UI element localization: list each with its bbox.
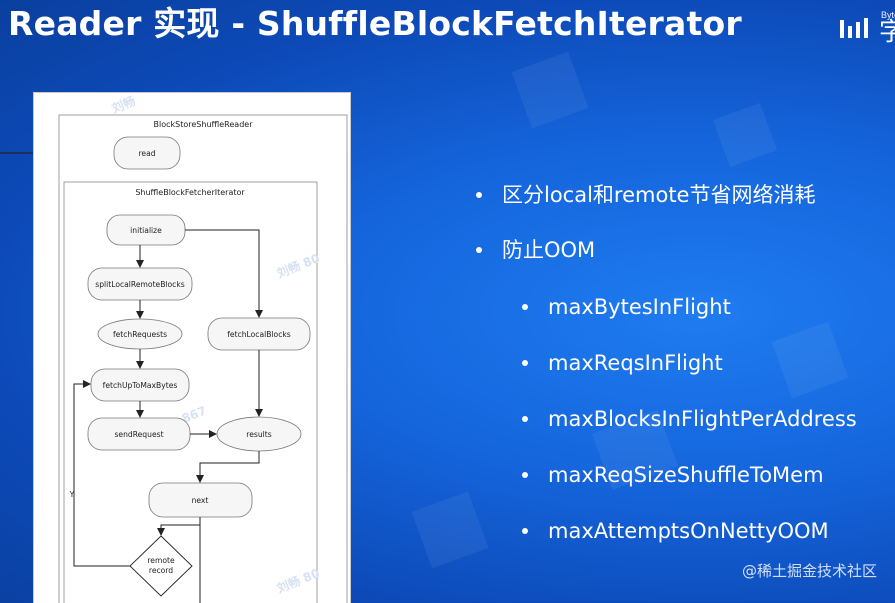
bullet-dot-icon (522, 472, 528, 478)
bullet-dot-icon (476, 247, 482, 253)
node-split-label: splitLocalRemoteBlocks (95, 280, 184, 289)
bullet-item: 防止OOM (476, 235, 595, 265)
bullet-list: 区分local和remote节省网络消耗 防止OOM maxBytesInFli… (470, 0, 895, 602)
bullet-item: maxAttemptsOnNettyOOM (522, 516, 829, 546)
bullet-text: maxBlocksInFlightPerAddress (548, 407, 857, 431)
node-send-request-label: sendRequest (114, 430, 163, 439)
node-read (113, 136, 181, 170)
slide-title: Reader 实现 - ShuffleBlockFetchIterator (8, 4, 742, 43)
bullet-dot-icon (522, 528, 528, 534)
bullet-item: 区分local和remote节省网络消耗 (476, 180, 815, 210)
bullet-text: 防止OOM (502, 238, 596, 262)
bullet-item: maxReqSizeShuffleToMem (522, 460, 824, 490)
bullet-item: maxReqsInFlight (522, 348, 723, 378)
flow-diagram-canvas: BlockStoreShuffleReader read ShuffleBloc… (58, 93, 348, 603)
bullet-text: maxBytesInFlight (548, 295, 731, 319)
decision-remote-record (129, 535, 193, 597)
bullet-dot-icon (522, 360, 528, 366)
node-results-label: results (246, 430, 271, 439)
flow-diagram: BlockStoreShuffleReader read ShuffleBloc… (33, 92, 351, 603)
brand-logo: Byte 字 (838, 10, 895, 46)
decision-remote-line2: record (149, 566, 173, 575)
bullet-text: maxReqSizeShuffleToMem (548, 463, 824, 487)
bar-chart-logo-icon (840, 18, 868, 38)
inner-lane-title: ShuffleBlockFetcherIterator (135, 188, 245, 197)
node-fetch-local-label: fetchLocalBlocks (227, 330, 291, 339)
bullet-text: maxAttemptsOnNettyOOM (548, 519, 829, 543)
bullet-item: maxBytesInFlight (522, 292, 731, 322)
bullet-dot-icon (522, 416, 528, 422)
outer-lane-title: BlockStoreShuffleReader (154, 120, 254, 129)
node-initialize-label: initialize (130, 226, 162, 235)
brand-text-big: 字 (879, 17, 895, 46)
loop-yes-label: Y (69, 490, 75, 499)
svg-text:刘畅: 刘畅 (110, 93, 138, 116)
bullet-text: maxReqsInFlight (548, 351, 723, 375)
bullet-text: 区分local和remote节省网络消耗 (502, 183, 816, 207)
brand-text-small: Byte (881, 10, 895, 20)
bullet-dot-icon (476, 192, 482, 198)
flow-connectors (73, 229, 263, 603)
node-read-label: read (138, 149, 155, 158)
footer-credit: @稀土掘金技术社区 (741, 562, 877, 580)
node-fetch-requests-label: fetchRequests (113, 330, 167, 339)
node-fetch-up-to-label: fetchUpToMaxBytes (103, 381, 178, 390)
bullet-item: maxBlocksInFlightPerAddress (522, 404, 857, 434)
node-next-label: next (192, 496, 209, 505)
decision-remote-line1: remote (147, 556, 175, 565)
bullet-dot-icon (522, 304, 528, 310)
